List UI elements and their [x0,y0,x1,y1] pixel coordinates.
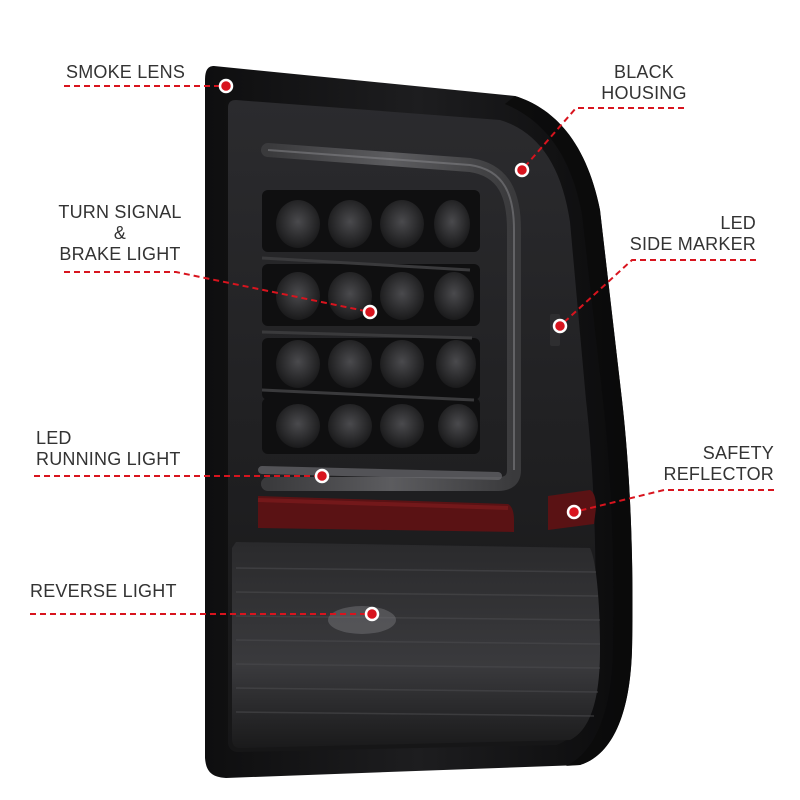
reverse-light-label: REVERSE LIGHT [30,581,177,601]
safety-reflector-dot [566,504,582,520]
smoke-lens-label: SMOKE LENS [66,62,186,82]
led-running-light-dot [314,468,330,484]
black-housing-leader [521,107,684,171]
safety-reflector-leader [573,489,774,513]
led-array [261,190,480,454]
led-side-marker-leader [559,259,756,327]
turn-brake-leader [64,271,371,313]
led-side-marker-dot [552,318,568,334]
housing-edge [505,96,633,766]
running-light-bar [258,466,502,480]
turn-brake-dot [362,304,378,320]
safety-reflector-label: SAFETY REFLECTOR [663,443,774,484]
smoke-lens-dot [218,78,234,94]
led-running-light-label: LED RUNNING LIGHT [36,428,181,469]
black-housing-dot [514,162,530,178]
turn-brake-label: TURN SIGNAL & BRAKE LIGHT [58,202,182,264]
led-side-marker-label: LED SIDE MARKER [629,213,756,254]
reverse-light-dot [364,606,380,622]
black-housing-label: BLACK HOUSING [601,62,687,103]
